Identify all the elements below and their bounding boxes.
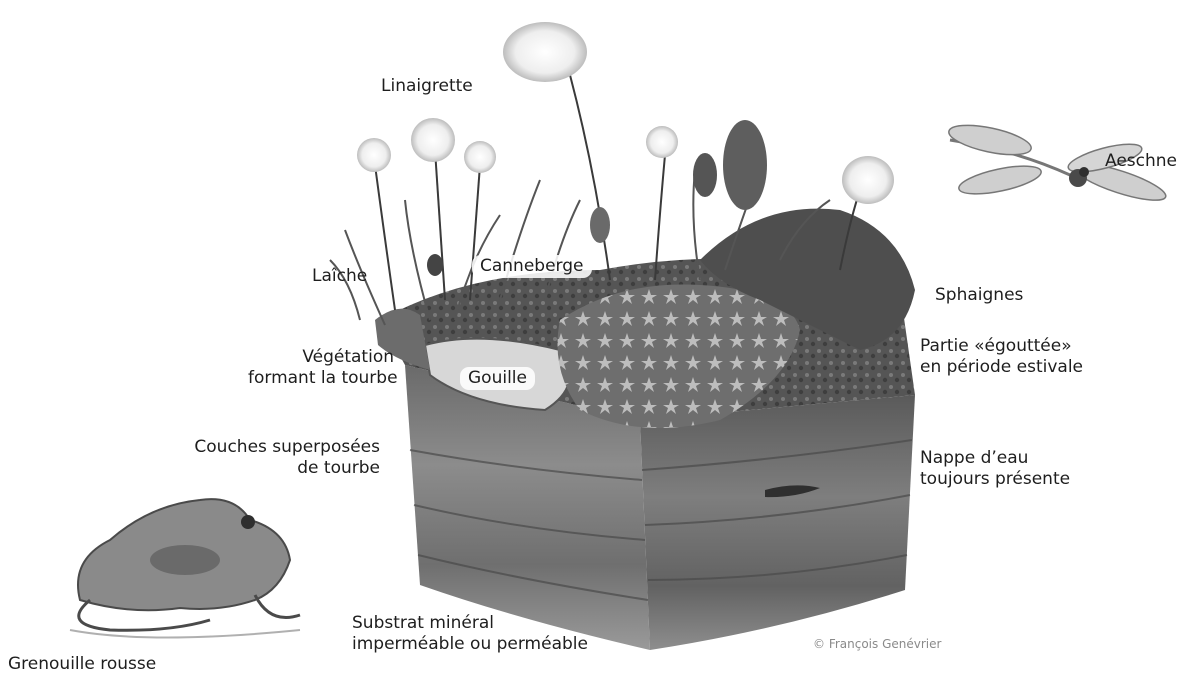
label-nappe: Nappe d’eau toujours présente: [920, 448, 1070, 490]
cottongrass-stem-2: [470, 165, 480, 300]
label-aeschne: Aeschne: [1105, 151, 1177, 172]
peat-block: [375, 209, 915, 650]
label-substrat-line1: Substrat minéral: [352, 613, 588, 634]
label-sphaignes: Sphaignes: [935, 285, 1023, 306]
label-partie-line1: Partie «égouttée»: [920, 336, 1083, 357]
label-partie-egouttee: Partie «égouttée» en période estivale: [920, 336, 1083, 378]
label-laiche: Laîche: [312, 266, 367, 287]
label-vegetation-line1: Végétation: [248, 347, 394, 368]
label-nappe-line2: toujours présente: [920, 469, 1070, 490]
photo-credit: © François Genévrier: [813, 637, 941, 651]
label-couches: Couches superposées de tourbe: [170, 437, 380, 479]
label-couches-line1: Couches superposées: [170, 437, 380, 458]
label-grenouille: Grenouille rousse: [8, 654, 156, 675]
label-nappe-line1: Nappe d’eau: [920, 448, 1070, 469]
cottongrass-head-3: [357, 138, 391, 172]
label-canneberge: Canneberge: [472, 255, 592, 278]
label-substrat-line2: imperméable ou perméable: [352, 634, 588, 655]
label-substrat: Substrat minéral imperméable ou perméabl…: [352, 613, 588, 655]
label-couches-line2: de tourbe: [170, 458, 380, 479]
cottongrass-stem-3: [375, 165, 395, 310]
label-partie-line2: en période estivale: [920, 357, 1083, 378]
label-gouille: Gouille: [460, 367, 535, 390]
frog-grenouille-rousse: [70, 499, 300, 637]
cottongrass-head-6: [842, 156, 894, 204]
label-vegetation: Végétation formant la tourbe: [248, 347, 394, 389]
cottongrass-stem-4: [570, 75, 610, 280]
cottongrass-head-5: [646, 126, 678, 158]
cottongrass-head-1: [411, 118, 455, 162]
label-vegetation-line2: formant la tourbe: [248, 368, 394, 389]
cottongrass-head-2: [464, 141, 496, 173]
cottongrass-stem-1: [435, 150, 445, 300]
cottongrass-head-4: [503, 22, 587, 82]
label-linaigrette: Linaigrette: [381, 76, 473, 97]
